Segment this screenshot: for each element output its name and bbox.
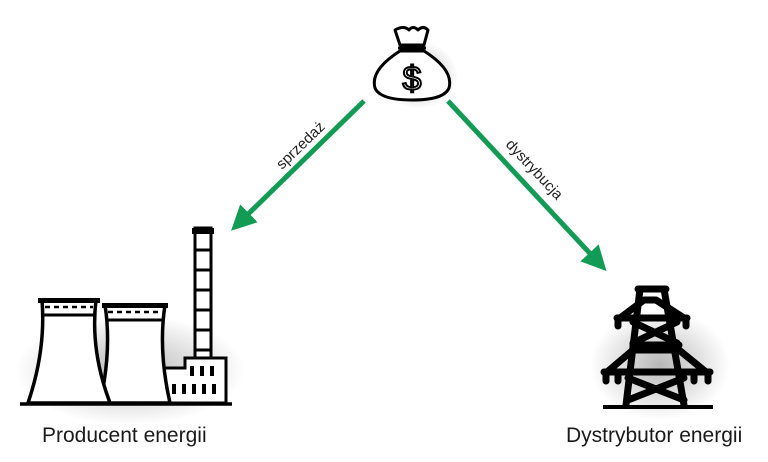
distributor-label: Dystrybutor energii: [566, 424, 743, 447]
money-bag-icon: $: [372, 26, 458, 109]
producer-label: Producent energii: [42, 424, 207, 447]
transmission-tower-icon: [590, 285, 730, 420]
svg-text:$: $: [403, 60, 422, 98]
power-plant-icon: [15, 226, 245, 425]
arrow-sprzedaz: sprzedaż: [231, 99, 366, 231]
arrow-dystrybucja: dystrybucja: [446, 99, 607, 272]
